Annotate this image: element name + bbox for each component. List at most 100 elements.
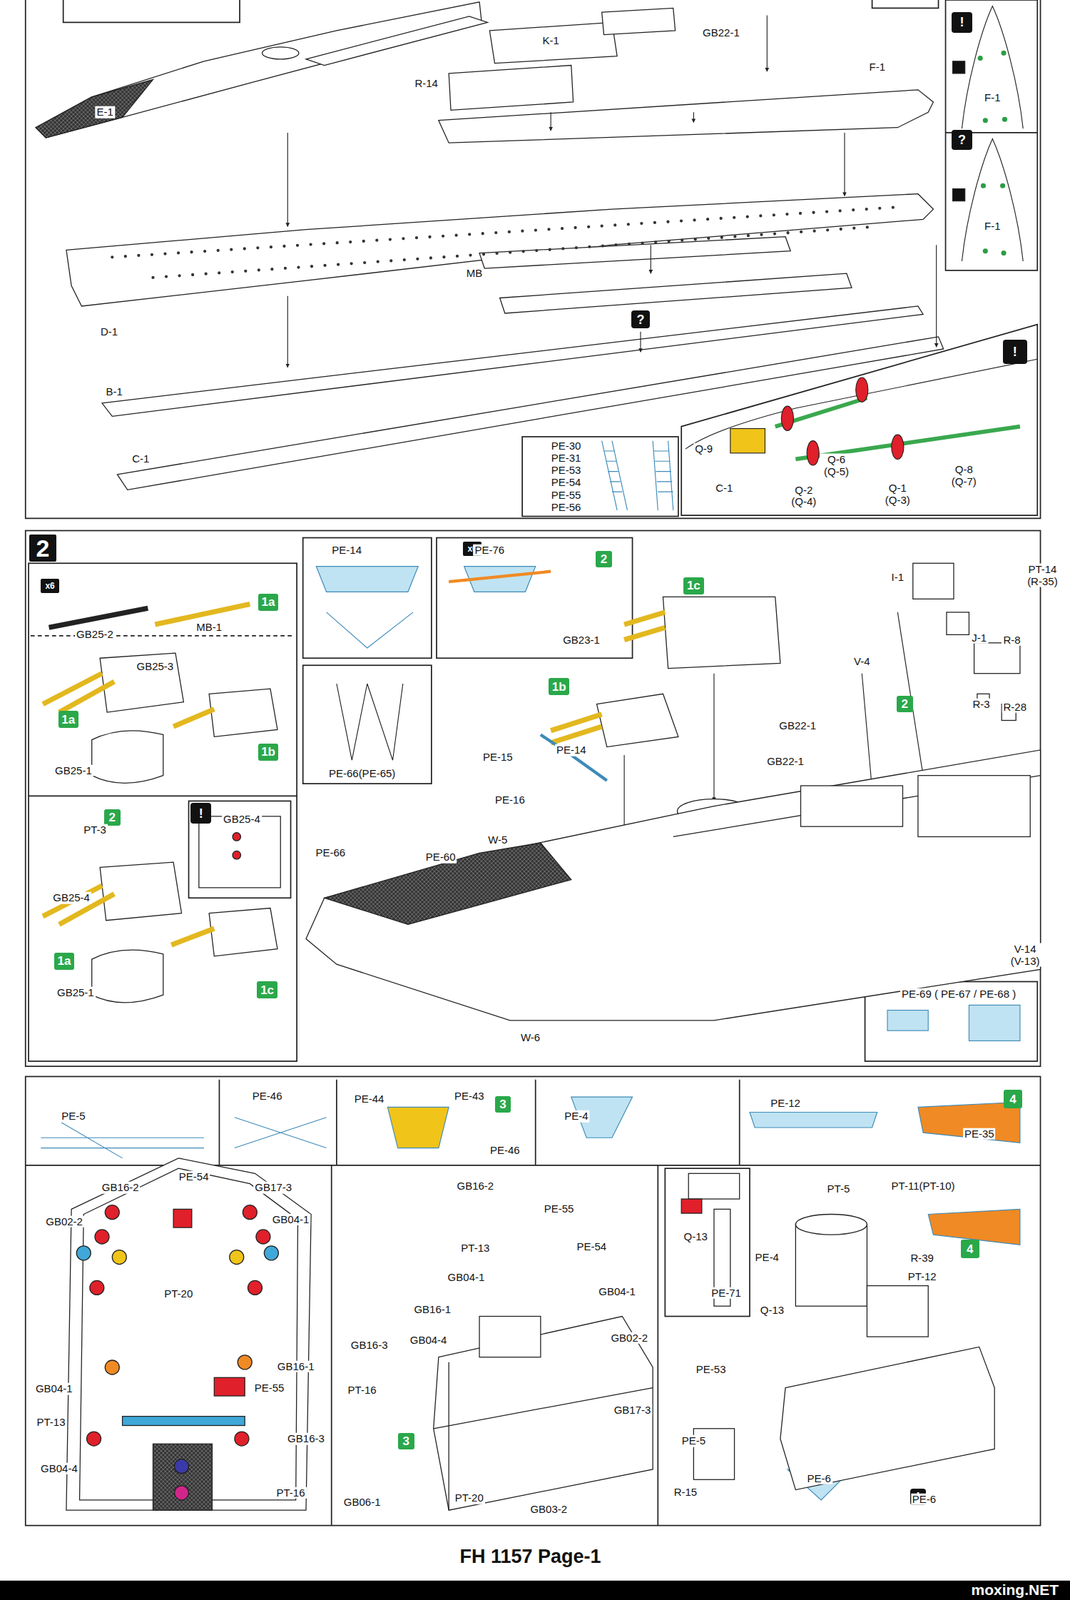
part-label: PE-60: [424, 851, 458, 864]
bridge-plan: [247, 1279, 262, 1294]
node-text: !: [959, 15, 964, 29]
bridge-plan: [242, 1204, 257, 1220]
part-label: PT-3: [82, 823, 108, 836]
panel-frame: [25, 530, 1041, 1067]
turret: [597, 693, 679, 747]
node-text: !: [1012, 345, 1018, 359]
part-label: PE-54: [575, 1240, 609, 1253]
panel-frame: [865, 981, 1038, 1062]
part-label: PE-69 ( PE-67 / PE-68 ): [900, 987, 1018, 1001]
part-label: PE-46: [251, 1089, 284, 1102]
part-label: PE-53: [694, 1363, 728, 1376]
watermark: moxing.NET: [970, 1580, 1061, 1598]
part-label: PE-56: [549, 500, 583, 513]
part-label: V-14 (V-13): [1005, 943, 1045, 967]
hull-deck: [324, 842, 572, 924]
bridge-plan: [866, 1285, 929, 1337]
bridge-plan: [66, 1157, 995, 1510]
part-label: GB22-1: [701, 27, 742, 40]
turret: [92, 949, 164, 1003]
part-label: Q-1 (Q-3): [880, 482, 915, 506]
locator-dot: [977, 50, 1008, 256]
alert-icon: !: [1002, 339, 1028, 364]
hull-part: [438, 89, 934, 143]
etch-part: [234, 1117, 327, 1148]
hull-deck: [673, 775, 1041, 837]
part-label: PE-4: [562, 1109, 590, 1123]
node-text: ?: [636, 313, 645, 326]
bow-plan: [953, 61, 966, 74]
locator-dot: [1000, 50, 1006, 56]
part-label: B-1: [104, 385, 124, 399]
part-label: GB16-2: [455, 1179, 496, 1192]
part-label: Q-2 (Q-4): [786, 483, 822, 508]
bridge-plan: [89, 1279, 105, 1294]
turret: [92, 730, 164, 784]
bridge-plan: [174, 1485, 190, 1500]
part-label: PE-54: [549, 476, 583, 489]
part-label: GB16-1: [412, 1302, 453, 1315]
panel-frame: [330, 1164, 333, 1526]
panel-frame: [303, 664, 432, 784]
node-text: 3: [499, 1097, 506, 1110]
alert-icon: !: [190, 802, 212, 824]
gun-barrel: [624, 627, 665, 640]
part-label: MB-1: [194, 621, 224, 634]
node-text: 2: [36, 535, 50, 560]
part-label: W-6: [519, 1031, 542, 1044]
panel-frame: [436, 537, 633, 659]
part-label: PE-4: [753, 1250, 781, 1263]
locator-dot: [980, 183, 986, 189]
part-label: PT-13: [459, 1241, 491, 1255]
etch-part: [540, 734, 608, 780]
shaft-prop: [806, 440, 819, 466]
assembly-arrow: [639, 331, 641, 353]
node-text: 2: [109, 811, 116, 824]
hull-part: [500, 273, 852, 314]
part-label: W-5: [486, 833, 509, 847]
part-label: PT-14 (R-35): [1022, 563, 1063, 588]
bridge-plan: [173, 1208, 192, 1227]
part-label: GB25-4: [221, 813, 262, 826]
part-label: Q-8 (Q-7): [946, 463, 981, 488]
node-text: 4: [1009, 1092, 1016, 1105]
part-label: GB04-1: [446, 1271, 487, 1284]
turret: [974, 642, 1021, 674]
gun-barrel: [42, 673, 103, 705]
callout-number: 1c: [683, 577, 705, 595]
bridge-plan: [479, 1316, 541, 1357]
bridge-plan: [780, 1346, 995, 1489]
part-label: PE-71: [709, 1286, 743, 1299]
porthole-row: [152, 226, 877, 277]
bridge-plan: [795, 1224, 867, 1306]
callout-number: 1b: [258, 743, 279, 761]
hull-part: [448, 65, 573, 111]
locator-dot: [982, 248, 988, 254]
bow-plan: [953, 6, 1024, 262]
bridge-plan: [681, 1198, 702, 1213]
part-label: R-39: [908, 1251, 936, 1265]
part-label: R-14: [413, 77, 440, 90]
part-label: C-1: [130, 452, 151, 466]
part-label: GB02-2: [609, 1331, 650, 1344]
part-label: PT-16: [275, 1486, 307, 1499]
hull-deck: [306, 749, 1041, 1021]
bridge-plan: [433, 1361, 653, 1510]
part-label: PE-31: [549, 452, 583, 465]
part-label: PE-30: [549, 440, 583, 453]
node-text: 1c: [260, 983, 274, 996]
bottom-band: [0, 1580, 1070, 1600]
node-text: 3: [402, 1434, 409, 1447]
part-label: PE-14: [330, 543, 364, 556]
part-label: GB04-1: [271, 1213, 312, 1226]
part-label: GB16-1: [276, 1359, 317, 1372]
etch-part: [40, 1122, 205, 1158]
quantity-tag: x6: [40, 578, 60, 593]
turret: [946, 612, 969, 635]
panel-frame: [664, 1167, 750, 1316]
shaft-prop: [891, 434, 904, 459]
assembly-arrow: [287, 296, 289, 368]
part-label: PT-16: [346, 1383, 379, 1396]
